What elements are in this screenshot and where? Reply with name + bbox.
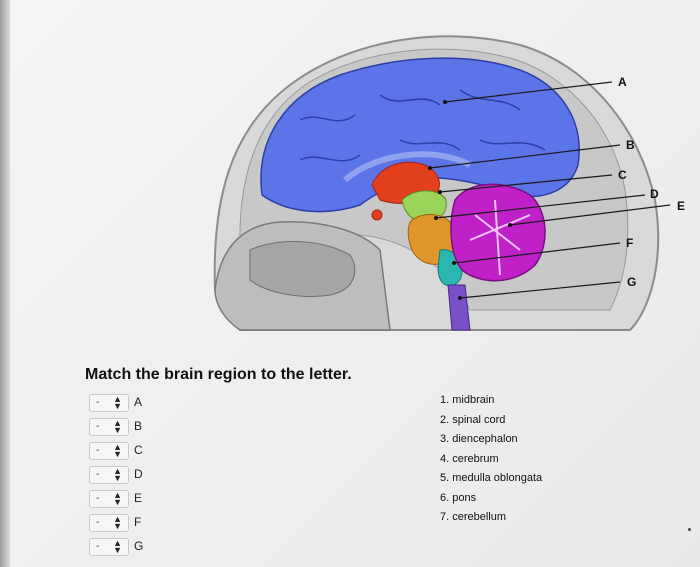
nasal-cavity	[249, 241, 356, 298]
updown-arrows-icon: ▲▼	[113, 538, 122, 555]
callout-c: C	[618, 168, 627, 182]
callout-d: D	[650, 187, 659, 201]
option-item: 4. cerebrum	[440, 452, 499, 465]
updown-arrows-icon: ▲▼	[113, 466, 122, 483]
leader-line-e	[509, 204, 671, 226]
option-item: 5. medulla oblongata	[440, 472, 543, 484]
leader-line-g	[459, 281, 621, 299]
answer-select-e[interactable]: - ▲▼	[89, 490, 129, 508]
answer-options-list: 1. midbrain 2. spinal cord 3. diencephal…	[440, 391, 542, 528]
option-item: 6. pons	[440, 491, 477, 504]
answer-select-c[interactable]: - ▲▼	[89, 442, 129, 460]
callout-g: G	[627, 275, 636, 289]
midbrain	[401, 190, 447, 223]
updown-arrows-icon: ▲▼	[113, 514, 122, 531]
row-letter-g: G	[134, 539, 144, 553]
row-letter-d: D	[134, 467, 143, 481]
leader-line-c	[439, 174, 613, 193]
callout-e: E	[677, 199, 685, 213]
leader-line-b	[429, 144, 621, 169]
callout-f: F	[626, 236, 633, 250]
answer-select-b[interactable]: - ▲▼	[89, 418, 129, 436]
spinal-cord	[447, 284, 471, 331]
question-prompt: Match the brain region to the letter.	[85, 366, 352, 383]
leader-line-d	[435, 194, 646, 219]
row-letter-c: C	[134, 443, 143, 457]
answer-select-d[interactable]: - ▲▼	[89, 466, 129, 484]
updown-arrows-icon: ▲▼	[113, 394, 122, 411]
option-item: 3. diencephalon	[440, 433, 518, 445]
option-item: 2. spinal cord	[440, 413, 506, 426]
updown-arrows-icon: ▲▼	[113, 418, 122, 435]
stray-dot	[688, 528, 691, 531]
option-item: 7. cerebellum	[440, 511, 507, 523]
answer-select-f[interactable]: - ▲▼	[89, 514, 129, 532]
row-letter-e: E	[134, 491, 143, 505]
updown-arrows-icon: ▲▼	[113, 442, 122, 459]
screen-bezel	[0, 0, 10, 567]
leader-line-f	[453, 242, 621, 264]
option-item: 1. midbrain	[440, 394, 495, 406]
row-letter-f: F	[134, 515, 142, 529]
corpus-callosum	[343, 151, 472, 183]
cerebrum	[260, 57, 580, 213]
brain-diagram: A B C D E F G	[213, 35, 685, 331]
callout-b: B	[626, 138, 635, 152]
row-letter-a: A	[134, 395, 143, 409]
row-letter-b: B	[134, 419, 143, 433]
leader-line-a	[444, 81, 613, 103]
pituitary	[371, 209, 383, 221]
updown-arrows-icon: ▲▼	[113, 490, 122, 507]
callout-a: A	[618, 75, 627, 89]
answer-select-a[interactable]: - ▲▼	[89, 394, 129, 412]
answer-select-g[interactable]: - ▲▼	[89, 538, 129, 556]
